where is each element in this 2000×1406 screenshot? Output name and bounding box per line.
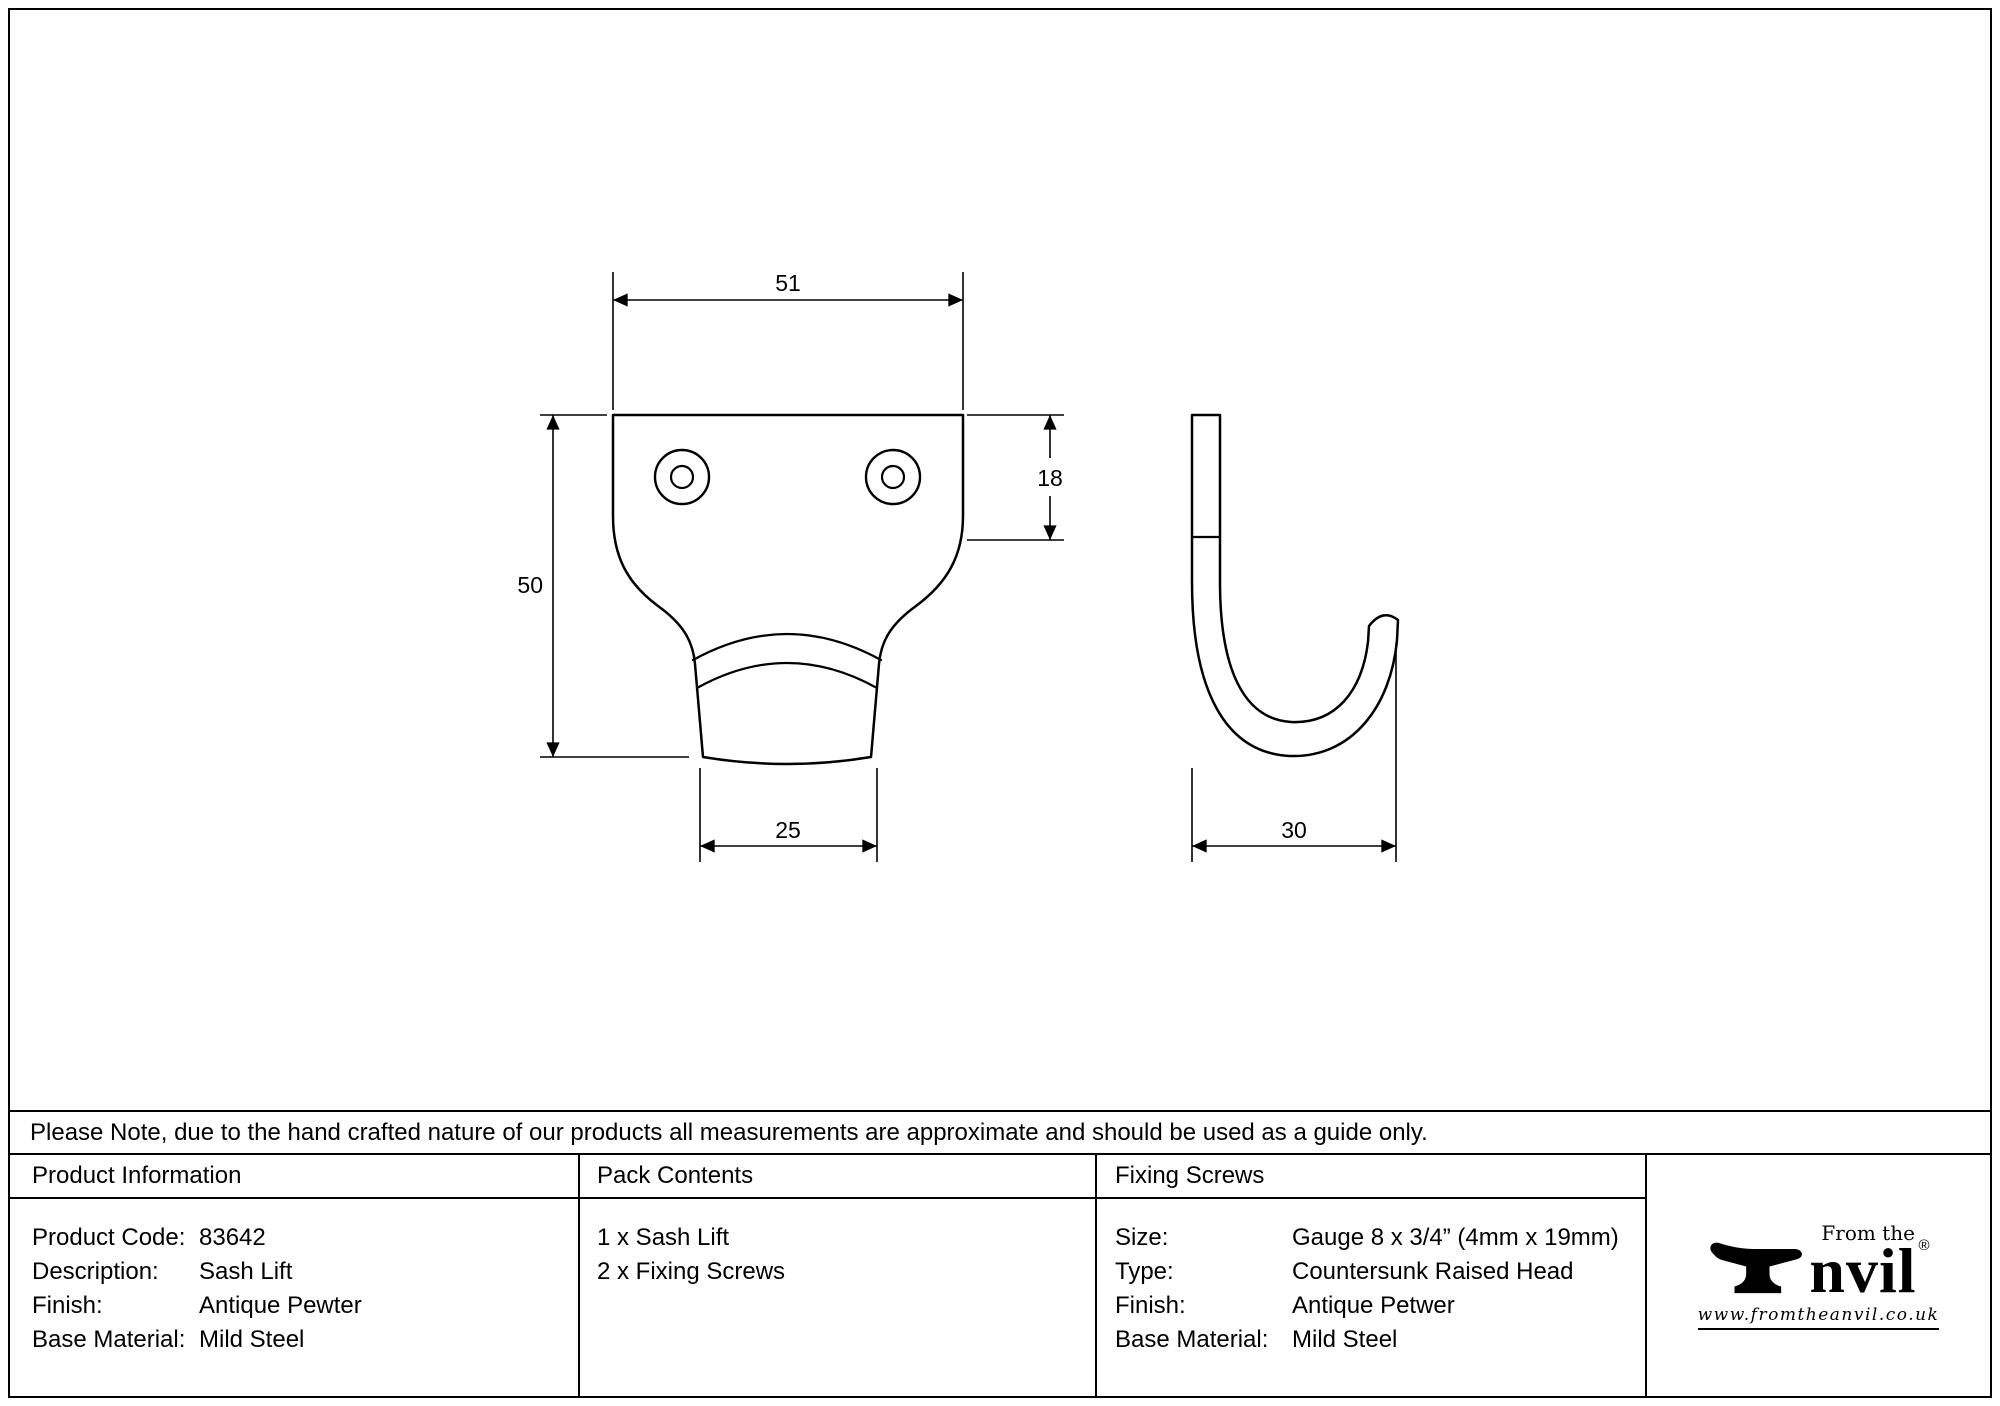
product-information-header: Product Information bbox=[10, 1155, 578, 1199]
note-text: Please Note, due to the hand crafted nat… bbox=[30, 1119, 1428, 1146]
row-value: Antique Petwer bbox=[1292, 1292, 1455, 1319]
row-value: 83642 bbox=[199, 1224, 266, 1251]
product-information-column: Product Information Product Code: 83642 … bbox=[10, 1155, 578, 1396]
dim-label-plate-height: 18 bbox=[1037, 465, 1063, 491]
screw-hole-right-inner bbox=[880, 464, 906, 490]
registered-mark: ® bbox=[1918, 1236, 1930, 1254]
table-row: Product Code: 83642 bbox=[10, 1221, 578, 1255]
row-value: Antique Pewter bbox=[199, 1292, 362, 1319]
fixing-screws-header: Fixing Screws bbox=[1097, 1155, 1645, 1199]
row-label: Finish: bbox=[1115, 1292, 1186, 1319]
row-label: Size: bbox=[1115, 1224, 1169, 1251]
logo-url: www.fromtheanvil.co.uk bbox=[1697, 1305, 1940, 1331]
list-item: 2 x Fixing Screws bbox=[597, 1258, 786, 1285]
front-view bbox=[611, 413, 965, 766]
datasheet: 51 18 50 25 30 bbox=[8, 8, 1992, 1398]
table-row: Base Material: Mild Steel bbox=[1097, 1323, 1645, 1357]
dim-label-total-height: 50 bbox=[517, 572, 543, 598]
dimension-neck-width: 25 bbox=[699, 768, 878, 862]
table-row: Size: Gauge 8 x 3/4” (4mm x 19mm) bbox=[1097, 1221, 1645, 1255]
row-label: Base Material: bbox=[32, 1326, 186, 1353]
logo-brand-text: nvil bbox=[1809, 1234, 1917, 1306]
technical-drawing: 51 18 50 25 30 bbox=[517, 270, 1400, 862]
row-value: Mild Steel bbox=[1292, 1326, 1398, 1353]
dimension-total-height: 50 bbox=[517, 414, 689, 758]
logo-tagline: From the bbox=[1821, 1220, 1915, 1245]
dim-label-neck-width: 25 bbox=[775, 817, 801, 843]
row-value: Gauge 8 x 3/4” (4mm x 19mm) bbox=[1292, 1224, 1619, 1251]
dimension-width: 51 bbox=[612, 270, 964, 410]
pack-contents-header: Pack Contents bbox=[580, 1155, 1095, 1199]
row-value: Countersunk Raised Head bbox=[1292, 1258, 1574, 1285]
dim-label-depth: 30 bbox=[1281, 817, 1307, 843]
table-row: Description: Sash Lift bbox=[10, 1255, 578, 1289]
lip-upper-edge bbox=[691, 633, 883, 662]
logo-cell: From the nvil ® www.fromtheanvil.co.uk bbox=[1645, 1155, 1990, 1396]
sash-lift-front-outline bbox=[611, 413, 965, 766]
table-row: Base Material: Mild Steel bbox=[10, 1323, 578, 1357]
pack-contents-column: Pack Contents 1 x Sash Lift 2 x Fixing S… bbox=[578, 1155, 1095, 1396]
side-view bbox=[1190, 413, 1400, 758]
row-label: Product Code: bbox=[32, 1224, 186, 1251]
fixing-screws-column: Fixing Screws Size: Gauge 8 x 3/4” (4mm … bbox=[1095, 1155, 1645, 1396]
row-label: Description: bbox=[32, 1258, 159, 1285]
row-label: Finish: bbox=[32, 1292, 103, 1319]
note-row: Please Note, due to the hand crafted nat… bbox=[10, 1110, 1990, 1155]
row-value: Sash Lift bbox=[199, 1258, 293, 1285]
table-row: Finish: Antique Petwer bbox=[1097, 1289, 1645, 1323]
screw-hole-left-inner bbox=[669, 464, 695, 490]
lip-lower-edge bbox=[695, 662, 879, 690]
table-row: Type: Countersunk Raised Head bbox=[1097, 1255, 1645, 1289]
table-row: Finish: Antique Pewter bbox=[10, 1289, 578, 1323]
dimension-depth: 30 bbox=[1191, 650, 1397, 862]
anvil-logo: From the nvil ® www.fromtheanvil.co.uk bbox=[1697, 1220, 1940, 1331]
dimension-plate-height: 18 bbox=[967, 414, 1072, 541]
list-item: 1 x Sash Lift bbox=[597, 1224, 730, 1251]
anvil-icon bbox=[1710, 1242, 1803, 1294]
dim-label-width: 51 bbox=[775, 270, 801, 296]
row-label: Base Material: bbox=[1115, 1326, 1269, 1353]
row-value: Mild Steel bbox=[199, 1326, 305, 1353]
spec-table: Product Information Product Code: 83642 … bbox=[10, 1155, 1990, 1396]
row-label: Type: bbox=[1115, 1258, 1174, 1285]
sash-lift-side-outline bbox=[1190, 413, 1400, 758]
